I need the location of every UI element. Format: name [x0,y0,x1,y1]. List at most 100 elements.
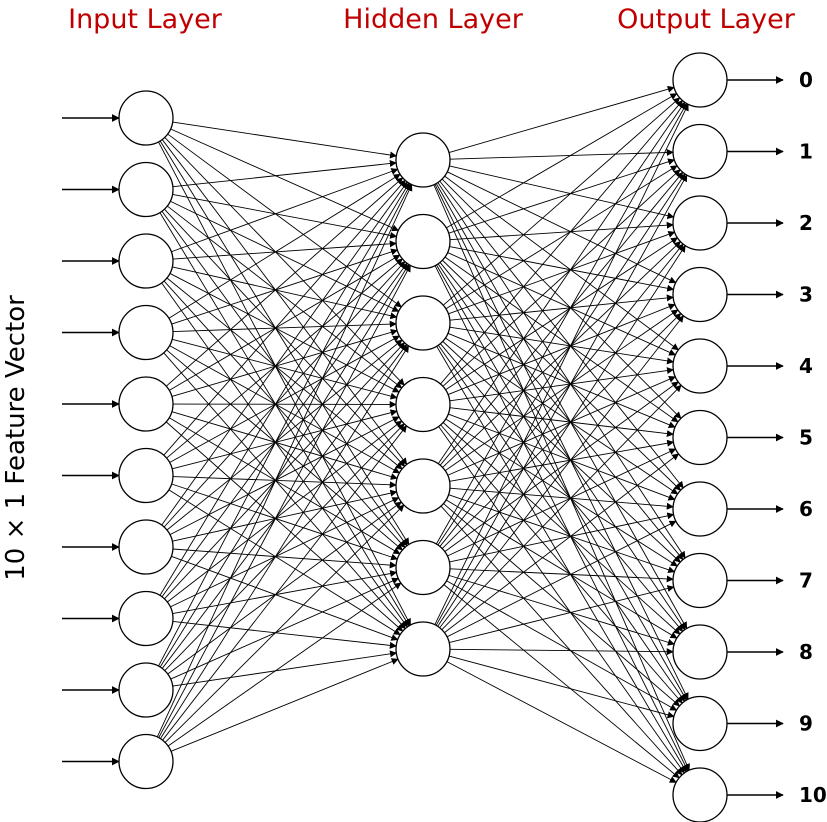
output-label-0: 0 [799,68,813,92]
edge-input-0-hidden-4 [161,139,408,465]
output-label-2: 2 [799,211,813,235]
output-label-9: 9 [799,712,813,736]
input-node-4 [118,376,174,432]
edge-hidden-1-output-6 [442,259,682,491]
edge-input-1-hidden-3 [167,205,403,389]
hidden-node-5 [395,539,451,596]
edge-input-7-hidden-1 [161,262,408,598]
edge-hidden-5-output-3 [441,312,682,549]
edge-input-4-hidden-4 [171,411,398,480]
edge-input-6-hidden-5 [172,548,397,569]
edge-hidden-6-output-4 [441,384,682,631]
edge-input-3-hidden-1 [171,248,399,325]
edge-hidden-1-output-10 [434,265,689,772]
edge-hidden-2-output-10 [436,346,687,773]
output-label-1: 1 [799,140,813,164]
edge-hidden-5-output-7 [449,568,674,583]
edge-hidden-3-output-10 [438,426,685,774]
hidden-node-0 [395,132,451,188]
edge-input-9-hidden-5 [167,582,402,747]
edge-hidden-4-output-10 [440,505,683,776]
edge-input-8-hidden-1 [159,263,410,668]
feature-vector-label: 10 × 1 Feature Vector [1,295,31,581]
output-label-10: 10 [799,783,827,807]
output-node-4 [672,338,728,394]
edge-hidden-3-output-9 [440,424,683,704]
edge-hidden-0-output-4 [444,175,679,351]
edge-hidden-2-output-5 [447,332,676,429]
edge-hidden-0-output-9 [434,184,689,700]
edge-input-9-hidden-6 [170,658,399,752]
edge-input-9-hidden-4 [164,504,405,743]
edge-input-3-hidden-4 [169,345,400,474]
edge-hidden-3-output-4 [449,367,674,402]
edge-hidden-5-output-1 [437,173,686,546]
edge-input-0-hidden-5 [159,140,410,546]
edge-hidden-0-output-1 [449,149,674,160]
edge-hidden-6-output-0 [434,103,689,625]
edge-hidden-0-output-5 [441,178,682,419]
output-node-2 [672,195,728,251]
edge-hidden-4-output-7 [448,494,676,574]
edge-input-7-hidden-2 [164,342,406,600]
edge-hidden-6-output-6 [446,520,677,638]
edge-hidden-4-output-9 [443,503,681,707]
edge-hidden-2-output-9 [437,344,686,702]
output-label-6: 6 [799,497,813,521]
edge-input-3-hidden-6 [163,352,406,630]
edge-hidden-4-output-1 [439,171,684,466]
output-layer-nodes [672,52,728,822]
edge-hidden-0-output-10 [433,184,690,771]
edge-hidden-1-output-2 [449,221,674,241]
edge-hidden-5-output-0 [435,102,688,545]
output-node-3 [672,266,728,323]
output-node-6 [672,481,728,537]
edge-hidden-1-output-9 [436,264,687,701]
edge-input-2-hidden-0 [171,168,399,253]
hidden-layer-title: Hidden Layer [343,4,524,35]
edge-hidden-2-output-1 [445,165,678,310]
edge-input-5-hidden-0 [163,179,406,456]
edge-input-8-hidden-4 [167,501,402,675]
edge-hidden-1-output-1 [448,158,675,234]
edge-input-6-hidden-2 [166,339,403,531]
edge-hidden-4-output-2 [442,241,681,468]
edge-hidden-6-output-9 [448,655,675,719]
edge-input-0-hidden-2 [167,133,402,308]
input-node-6 [118,519,174,575]
edge-input-8-hidden-0 [158,183,411,667]
input-hidden-connections [156,121,413,752]
edge-hidden-4-output-5 [449,439,675,482]
edge-input-1-hidden-6 [159,212,410,627]
output-node-8 [672,624,728,680]
edge-hidden-1-output-7 [439,262,684,561]
output-label-8: 8 [799,640,813,664]
edge-input-0-hidden-6 [158,141,411,626]
edge-input-6-hidden-0 [161,181,408,526]
edge-input-0-hidden-1 [170,128,399,232]
edge-input-6-hidden-1 [163,260,406,528]
edge-input-9-hidden-3 [162,425,407,741]
edge-hidden-4-output-4 [447,376,676,476]
edge-input-3-hidden-5 [166,349,403,551]
edge-hidden-0-output-2 [449,165,675,220]
edge-hidden-6-output-10 [446,661,677,783]
edge-hidden-0-output-0 [448,85,675,153]
edge-hidden-3-output-1 [442,169,681,387]
edge-input-4-hidden-2 [171,328,398,397]
hidden-output-connections [433,85,690,783]
edge-hidden-2-output-8 [440,343,684,632]
edge-hidden-5-output-8 [448,574,675,646]
edge-hidden-2-output-4 [449,326,675,365]
edge-input-0-hidden-3 [164,137,405,386]
output-node-5 [672,409,728,466]
hidden-node-4 [395,458,451,514]
input-node-8 [118,662,174,718]
output-layer-title: Output Layer [617,4,796,35]
edge-hidden-4-output-3 [444,309,679,472]
edge-input-4-hidden-6 [165,421,404,632]
input-arrows [62,114,120,766]
edge-hidden-2-output-2 [448,231,676,315]
hidden-node-1 [395,213,451,270]
output-node-10 [672,767,728,822]
